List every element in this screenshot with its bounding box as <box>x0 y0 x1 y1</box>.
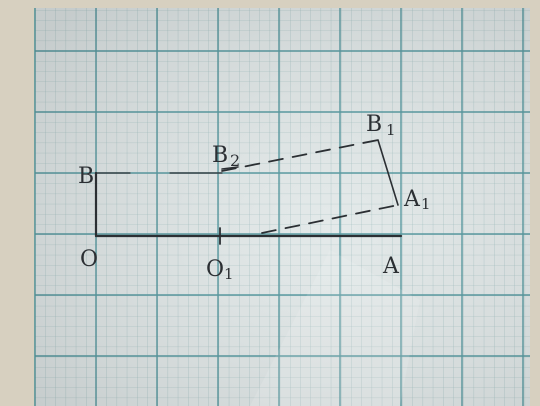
label-b: B <box>78 164 94 189</box>
dashed-o1-a1 <box>261 204 399 234</box>
drawing <box>94 139 403 245</box>
segment-b1-a1 <box>377 139 399 206</box>
label-b1: B <box>366 112 382 137</box>
label-o1: O <box>206 257 224 282</box>
label-o1-sub: 1 <box>224 265 234 283</box>
label-b2-sub: 2 <box>230 151 240 170</box>
light-glare <box>250 250 420 406</box>
label-a: A <box>382 254 400 279</box>
tick-b2 <box>221 166 239 170</box>
label-b2: B <box>212 143 228 168</box>
label-o: O <box>80 247 98 272</box>
dashed-b2-b1 <box>221 139 379 172</box>
label-b1-sub: 1 <box>386 121 396 139</box>
label-a1: A <box>403 187 421 212</box>
label-a1-sub: 1 <box>421 195 431 213</box>
photo-shading <box>35 8 530 406</box>
labels: B B 2 B 1 A 1 O O 1 A <box>78 112 431 283</box>
